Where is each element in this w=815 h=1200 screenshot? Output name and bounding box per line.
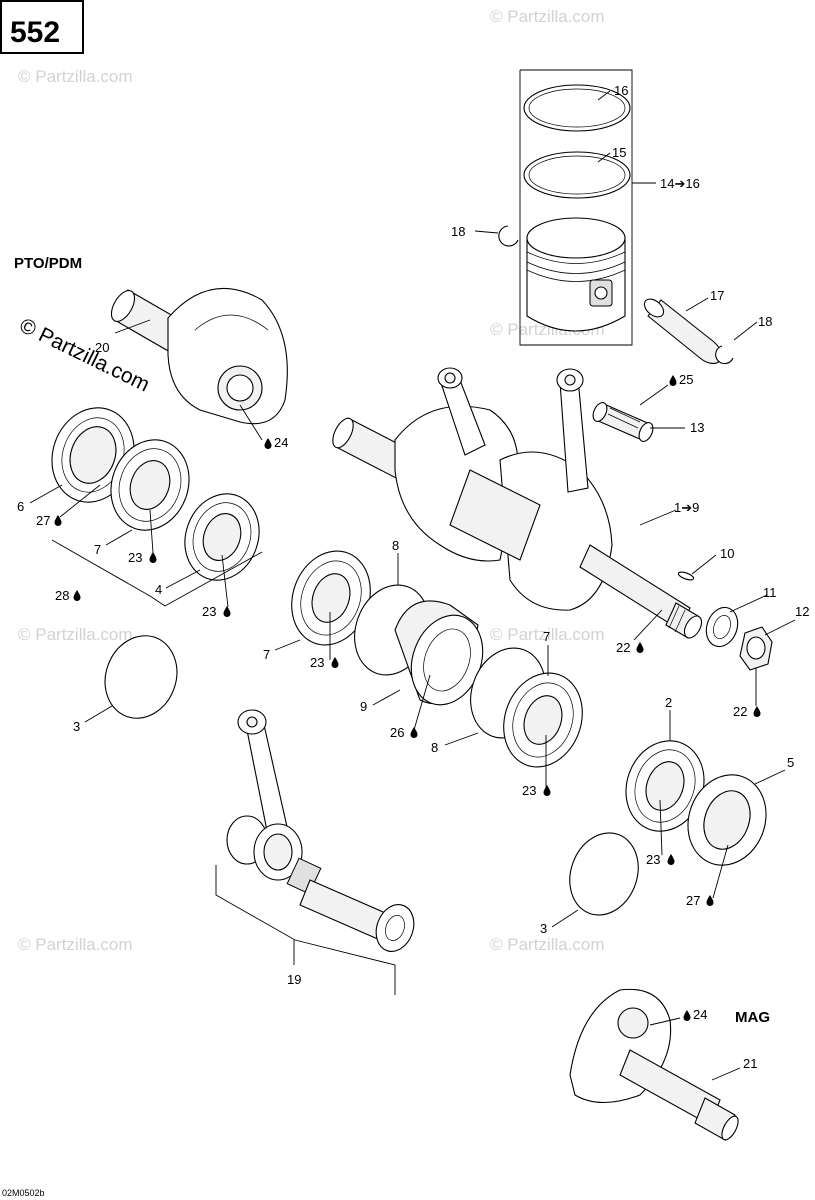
callout-27-mag: 27 (686, 893, 700, 908)
circlip-18-upper (498, 225, 519, 247)
callout-16: 16 (614, 83, 628, 98)
callout-13: 13 (690, 420, 704, 435)
callout-24-lower: 24 (693, 1007, 707, 1022)
ball-bearing-7-left (110, 439, 190, 531)
callout-7-right: 7 (543, 629, 550, 644)
piston (526, 217, 626, 332)
callout-17: 17 (710, 288, 724, 303)
piston-ring-15 (523, 151, 631, 199)
washer-11 (705, 606, 739, 648)
callout-11: 11 (763, 585, 777, 600)
page-number-box: 552 (0, 0, 84, 54)
bracket-19 (215, 865, 396, 995)
section-label-mag: MAG (735, 1009, 770, 1026)
callout-21: 21 (743, 1056, 757, 1071)
o-ring-3-left (104, 635, 178, 719)
callout-8-lower: 8 (431, 740, 438, 755)
callout-4: 4 (155, 582, 162, 597)
callout-28: 28 (55, 588, 69, 603)
page-number: 552 (10, 16, 60, 49)
ball-bearing-7-center (291, 550, 371, 646)
watermark-center-right: © Partzilla.com (490, 625, 605, 644)
callout-23-left-lower: 23 (202, 604, 216, 619)
piston-ring-16 (523, 84, 631, 132)
callout-18-lower: 18 (758, 314, 772, 329)
callouts: 16 15 14➔16 18 17 18 25 13 20 24 6 27 7 … (17, 83, 809, 1071)
watermark-low-right: © Partzilla.com (490, 935, 605, 954)
callout-14-16: 14➔16 (660, 176, 700, 191)
watermark-top-right: © Partzilla.com (490, 7, 605, 26)
callout-15: 15 (612, 145, 626, 160)
ball-bearing-7-right (503, 672, 583, 768)
center-bearing-9 (394, 600, 484, 706)
faint-watermarks: © Partzilla.com © Partzilla.com © Partzi… (18, 7, 605, 954)
oil-seal-5 (687, 774, 767, 866)
callout-27-left: 27 (36, 513, 50, 528)
callout-7-center: 7 (263, 647, 270, 662)
callout-22-right: 22 (733, 704, 747, 719)
callout-23-right: 23 (522, 783, 536, 798)
piston-pin-17 (643, 298, 723, 365)
callout-9: 9 (360, 699, 367, 714)
o-ring-3-right (569, 832, 639, 916)
watermark-mid-left: © Partzilla.com (18, 625, 133, 644)
callout-22-center: 22 (616, 640, 630, 655)
circlip-18-lower (715, 345, 734, 365)
callout-5: 5 (787, 755, 794, 770)
piston-kit-group (519, 69, 633, 346)
crank-half-21 (569, 988, 739, 1141)
connecting-rod-kit-19 (226, 709, 415, 952)
callout-8-upper: 8 (392, 538, 399, 553)
callout-23-mag: 23 (646, 852, 660, 867)
callout-2: 2 (665, 695, 672, 710)
callout-24-upper: 24 (274, 435, 288, 450)
watermark-top-left: © Partzilla.com (18, 67, 133, 86)
section-label-pto: PTO/PDM (14, 255, 82, 272)
nut-12 (739, 626, 773, 671)
callout-26: 26 (390, 725, 404, 740)
callout-23-center: 23 (310, 655, 324, 670)
ball-bearing-2 (625, 740, 705, 832)
callout-12: 12 (795, 604, 809, 619)
crankshaft-assembly (332, 367, 703, 639)
drawing-code: 02M0502b (2, 1188, 45, 1198)
callout-20: 20 (95, 340, 109, 355)
callout-19: 19 (287, 972, 301, 987)
watermark-low-left: © Partzilla.com (18, 935, 133, 954)
callout-6: 6 (17, 499, 24, 514)
needle-bearing-13 (592, 402, 654, 442)
callout-3-left: 3 (73, 719, 80, 734)
callout-1-9: 1➔9 (674, 500, 699, 515)
callout-23-left-upper: 23 (128, 550, 142, 565)
crank-half-20 (110, 287, 288, 425)
callout-3-right: 3 (540, 921, 547, 936)
ball-bearing-4 (184, 493, 260, 581)
woodruff-key-10 (677, 571, 695, 581)
leader-lines (29, 90, 796, 1081)
callout-18-upper: 18 (451, 224, 465, 239)
callout-7-left: 7 (94, 542, 101, 557)
bracket-28 (51, 539, 263, 607)
callout-10: 10 (720, 546, 734, 561)
callout-25: 25 (679, 372, 693, 387)
